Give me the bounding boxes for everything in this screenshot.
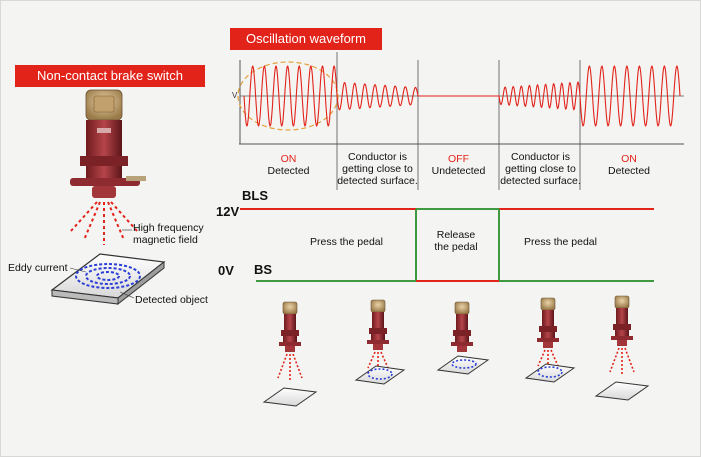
v12-label: 12V: [216, 204, 239, 219]
detected-object-plate: [50, 253, 166, 306]
release-line2: the pedal: [434, 241, 478, 253]
state-5-status: ON: [621, 153, 637, 165]
state-1: ON Detected: [240, 153, 337, 177]
waveform-y-label: V: [232, 91, 238, 100]
state-3-status: OFF: [448, 153, 469, 165]
state-4-desc-3: detected surface.: [500, 175, 581, 187]
oscillation-highlight: [237, 61, 339, 131]
state-5-desc: Detected: [607, 165, 651, 177]
waveform-title: Oscillation waveform: [230, 28, 382, 50]
detected-object-label: Detected object: [135, 294, 208, 306]
high-frequency-line2: magnetic field: [133, 234, 198, 246]
eddy-pointer: [69, 267, 87, 273]
state-4-desc-2: getting close to: [505, 163, 576, 175]
sensor-stage-4: [524, 297, 576, 383]
sensor-stage-2: [354, 299, 406, 385]
state-2: Conductor is getting close to detected s…: [331, 151, 424, 187]
state-3-desc: Undetected: [431, 165, 486, 177]
left-title: Non-contact brake switch: [15, 65, 205, 87]
magnetic-field-lines: [69, 201, 139, 245]
sensor-stage-5: [594, 295, 650, 401]
v0-label: 0V: [218, 263, 234, 278]
state-2-desc-2: getting close to: [342, 163, 413, 175]
waveform-panel: V: [232, 52, 684, 190]
release-pedal: Release the pedal: [425, 229, 487, 253]
sensor-stage-1: [262, 301, 318, 407]
state-1-status: ON: [280, 153, 297, 165]
high-frequency-line1: High frequency: [133, 222, 204, 234]
brake-switch-illustration: [70, 89, 146, 198]
press-pedal-1: Press the pedal: [310, 236, 383, 248]
state-2-desc-3: detected surface.: [337, 175, 418, 187]
sensor-stage-3: [436, 301, 490, 375]
bls-label: BLS: [242, 188, 268, 203]
release-line1: Release: [436, 229, 476, 241]
state-3: OFF Undetected: [418, 153, 499, 177]
oscillation-wave: [243, 65, 681, 127]
eddy-current-rings: [75, 263, 141, 289]
press-pedal-2: Press the pedal: [524, 236, 597, 248]
eddy-current-label: Eddy current: [8, 262, 68, 274]
state-4-desc-1: Conductor is: [511, 151, 570, 163]
state-2-desc-1: Conductor is: [348, 151, 407, 163]
timing-diagram: BLS 12V BS 0V: [216, 188, 654, 282]
object-pointer: [119, 291, 135, 299]
state-5: ON Detected: [580, 153, 678, 177]
bs-label: BS: [254, 262, 272, 277]
state-4: Conductor is getting close to detected s…: [494, 151, 587, 187]
state-1-desc: Detected: [267, 165, 310, 177]
high-frequency-label: High frequency magnetic field: [133, 222, 204, 246]
